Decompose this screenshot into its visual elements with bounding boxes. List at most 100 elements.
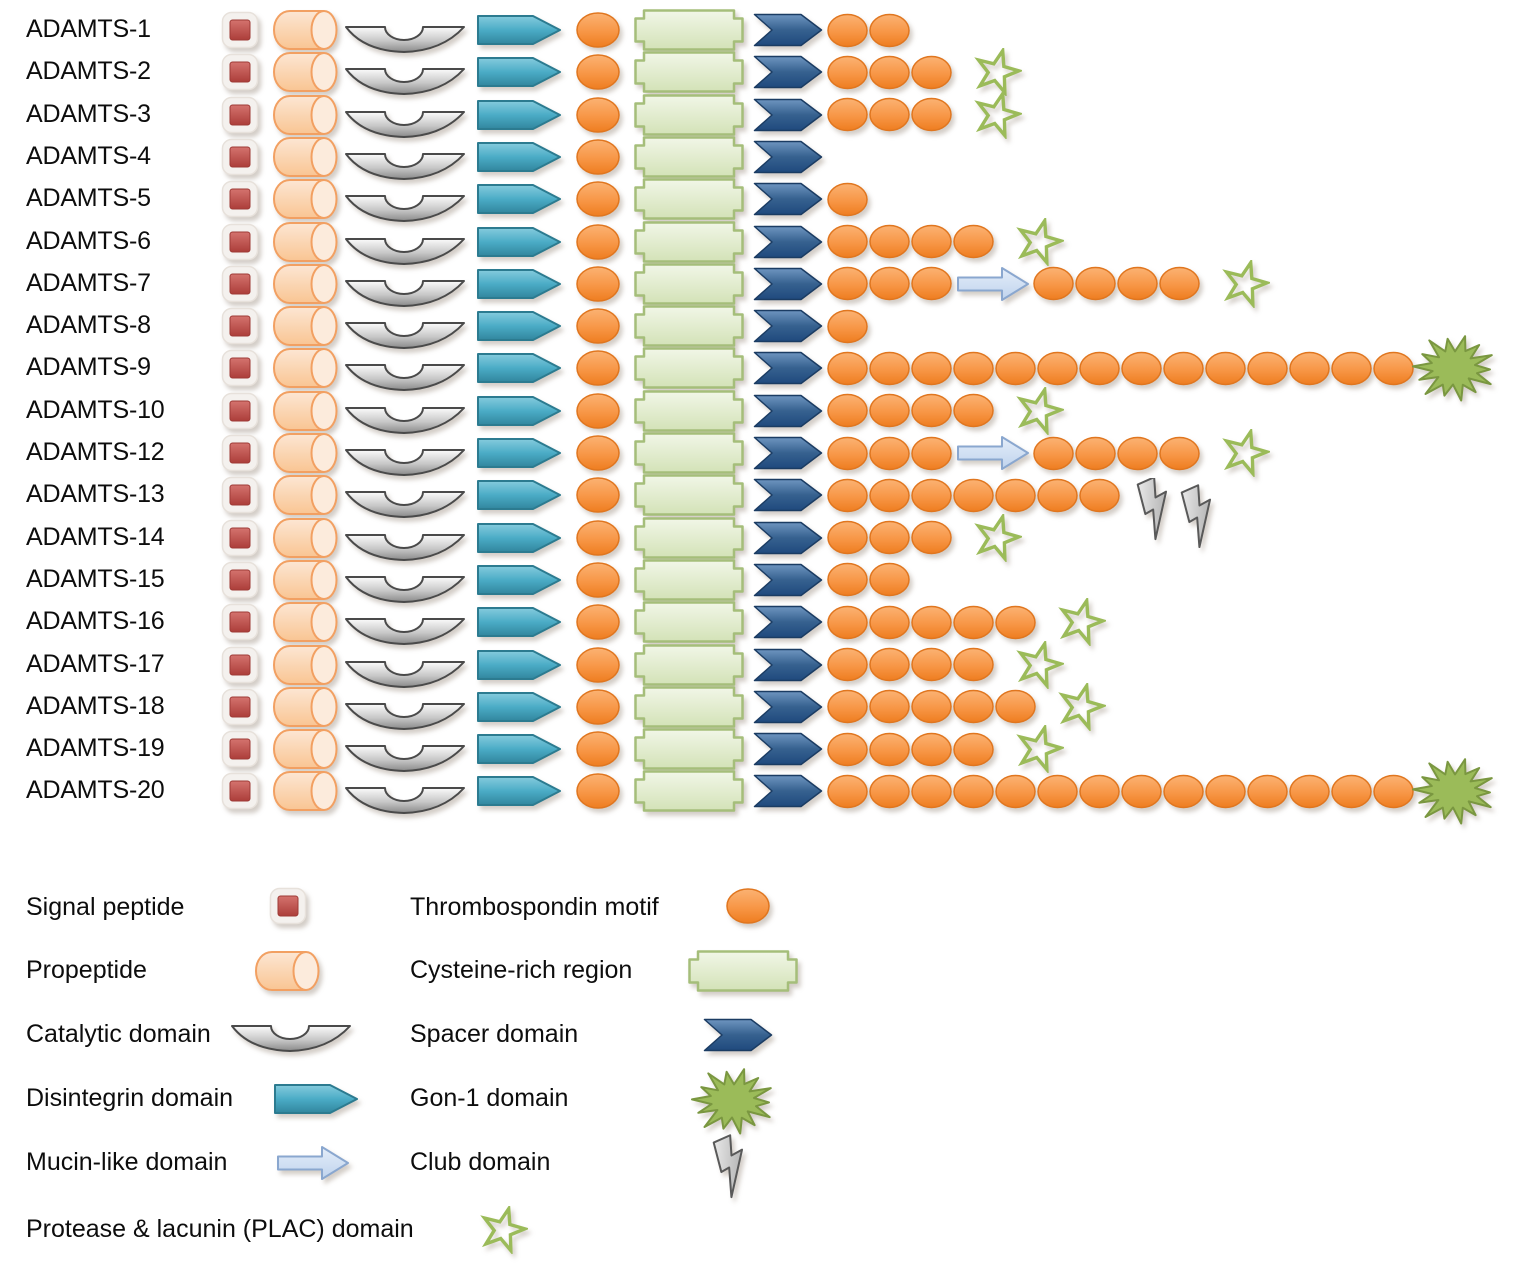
catalytic-domain-icon	[345, 575, 465, 603]
thrombospondin-motif-icon	[911, 732, 952, 766]
thrombospondin-motif-icon	[576, 181, 620, 217]
thrombospondin-motif-icon	[1121, 351, 1162, 386]
thrombospondin-motif-icon	[576, 435, 620, 471]
signal-peptide-icon	[221, 519, 259, 556]
thrombospondin-motif-icon	[576, 96, 620, 133]
thrombospondin-motif-icon	[576, 519, 620, 556]
propeptide-icon	[272, 306, 338, 347]
disintegrin-domain-icon	[477, 57, 561, 88]
cysteine-rich-region-icon	[634, 432, 744, 474]
spacer-domain-icon	[753, 56, 823, 89]
thrombospondin-motif-icon	[869, 690, 910, 724]
catalytic-domain-icon	[231, 1025, 351, 1052]
spacer-domain-icon	[703, 1018, 773, 1052]
protein-label: ADAMTS-5	[26, 184, 151, 213]
cysteine-rich-region-icon	[634, 474, 744, 517]
thrombospondin-motif-icon	[827, 97, 868, 132]
legend-label: Cysteine-rich region	[410, 956, 633, 984]
thrombospondin-motif-icon	[1079, 351, 1120, 386]
protein-label: ADAMTS-4	[26, 141, 151, 170]
thrombospondin-motif-icon	[911, 478, 952, 513]
thrombospondin-motif-icon	[869, 732, 910, 766]
protein-label: ADAMTS-15	[26, 564, 165, 593]
thrombospondin-motif-icon	[576, 139, 620, 175]
thrombospondin-motif-icon	[869, 267, 910, 301]
cysteine-rich-region-icon	[634, 728, 744, 770]
thrombospondin-motif-icon	[953, 478, 994, 513]
disintegrin-domain-icon	[274, 1084, 358, 1114]
thrombospondin-motif-icon	[1373, 774, 1414, 809]
mucin-like-domain-icon	[277, 1146, 349, 1180]
thrombospondin-motif-icon	[576, 308, 620, 344]
cysteine-rich-region-icon	[634, 220, 744, 263]
disintegrin-domain-icon	[477, 226, 561, 257]
disintegrin-domain-icon	[477, 607, 561, 638]
spacer-domain-icon	[753, 98, 823, 131]
catalytic-domain-icon	[345, 68, 465, 96]
protein-label: ADAMTS-20	[26, 776, 165, 805]
thrombospondin-motif-icon	[827, 351, 868, 386]
thrombospondin-motif-icon	[869, 605, 910, 639]
thrombospondin-motif-icon	[576, 12, 620, 48]
cysteine-rich-region-icon	[634, 9, 744, 51]
disintegrin-domain-icon	[477, 734, 561, 765]
cysteine-rich-region-icon	[634, 136, 744, 178]
thrombospondin-motif-icon	[1205, 351, 1246, 386]
club-domain-icon	[712, 1134, 744, 1199]
thrombospondin-motif-icon	[576, 477, 620, 514]
thrombospondin-motif-icon	[911, 774, 952, 809]
propeptide-icon	[272, 475, 338, 516]
thrombospondin-motif-icon	[576, 646, 620, 683]
catalytic-domain-icon	[345, 152, 465, 180]
protein-label: ADAMTS-18	[26, 691, 165, 720]
thrombospondin-motif-icon	[1289, 774, 1330, 809]
thrombospondin-motif-icon	[1205, 774, 1246, 809]
legend-label: Gon-1 domain	[410, 1084, 569, 1112]
legend-label: Propeptide	[26, 956, 147, 984]
catalytic-domain-icon	[345, 533, 465, 561]
thrombospondin-motif-icon	[827, 774, 868, 809]
thrombospondin-motif-icon	[576, 266, 620, 302]
thrombospondin-motif-icon	[869, 563, 910, 597]
disintegrin-domain-icon	[477, 311, 561, 342]
signal-peptide-icon	[221, 54, 259, 91]
thrombospondin-motif-icon	[953, 732, 994, 766]
signal-peptide-icon	[221, 477, 259, 514]
gon-1-domain-icon	[1412, 758, 1493, 825]
thrombospondin-motif-icon	[911, 55, 952, 90]
legend-label: Spacer domain	[410, 1020, 579, 1048]
thrombospondin-motif-icon	[827, 690, 868, 724]
protein-label: ADAMTS-2	[26, 57, 151, 86]
thrombospondin-motif-icon	[827, 647, 868, 682]
protein-label: ADAMTS-8	[26, 311, 151, 340]
thrombospondin-motif-icon	[1079, 478, 1120, 513]
thrombospondin-motif-icon	[869, 478, 910, 513]
thrombospondin-motif-icon	[953, 690, 994, 724]
signal-peptide-icon	[221, 96, 259, 133]
thrombospondin-motif-icon	[576, 604, 620, 640]
thrombospondin-motif-icon	[1373, 351, 1414, 386]
mucin-like-domain-icon	[957, 266, 1029, 301]
spacer-domain-icon	[753, 479, 823, 512]
signal-peptide-icon	[221, 180, 259, 218]
plac-domain-icon	[1016, 386, 1064, 435]
signal-peptide-icon	[221, 773, 259, 810]
thrombospondin-motif-icon	[827, 393, 868, 428]
disintegrin-domain-icon	[477, 184, 561, 215]
thrombospondin-motif-icon	[827, 563, 868, 597]
catalytic-domain-icon	[345, 449, 465, 476]
thrombospondin-motif-icon	[827, 13, 868, 47]
thrombospondin-motif-icon	[1163, 774, 1204, 809]
thrombospondin-motif-icon	[869, 393, 910, 428]
thrombospondin-motif-icon	[869, 436, 910, 470]
thrombospondin-motif-icon	[911, 224, 952, 259]
signal-peptide-icon	[221, 434, 259, 472]
cysteine-rich-region-icon	[634, 93, 744, 136]
thrombospondin-motif-icon	[1033, 436, 1074, 470]
disintegrin-domain-icon	[477, 564, 561, 595]
plac-domain-icon	[974, 513, 1022, 562]
thrombospondin-motif-icon	[576, 350, 620, 387]
thrombospondin-motif-icon	[827, 732, 868, 766]
disintegrin-domain-icon	[477, 141, 561, 172]
